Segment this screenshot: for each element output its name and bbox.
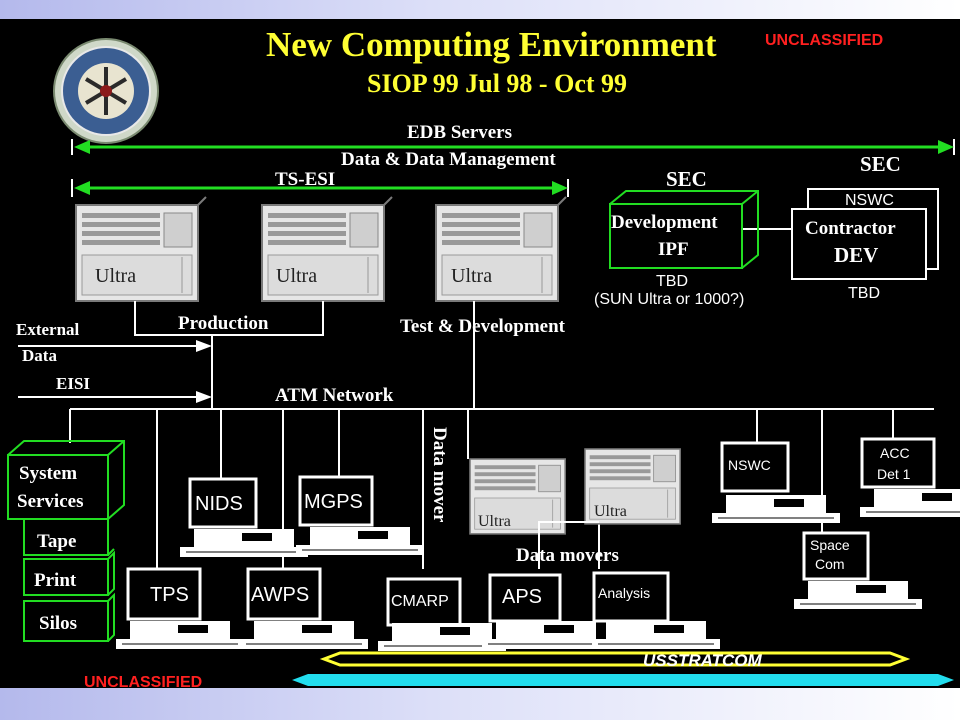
label-acc-det: Det 1 — [877, 466, 911, 482]
label-data-management: Data & Data Management — [341, 149, 556, 170]
diagram-graphics — [7, 38, 960, 686]
slide-canvas: New Computing Environment SIOP 99 Jul 98… — [0, 19, 960, 688]
ts-esi-bracket — [71, 179, 569, 197]
page-title: New Computing Environment — [266, 25, 717, 64]
label-print: Print — [34, 570, 77, 591]
label-space-com: Com — [815, 556, 845, 572]
label-atm-network: ATM Network — [275, 385, 394, 406]
label-aps: APS — [502, 586, 543, 608]
label-data-movers: Data movers — [516, 545, 619, 566]
label-analysis: Analysis — [598, 585, 651, 601]
label-space: Space — [810, 537, 850, 553]
command-seal — [53, 38, 159, 144]
label-data-mover: Data mover — [429, 427, 450, 523]
edb-servers-bracket — [71, 139, 955, 155]
label-ultra-2: Ultra — [276, 265, 318, 287]
label-ultra-1: Ultra — [95, 265, 137, 287]
label-acc: ACC — [880, 445, 910, 461]
label-test-development: Test & Development — [400, 316, 565, 337]
label-tbd-1: TBD — [656, 273, 688, 290]
label-sec-2: SEC — [860, 152, 901, 176]
label-services: Services — [17, 491, 84, 512]
label-sec-1: SEC — [666, 167, 707, 191]
workstations — [115, 437, 960, 652]
label-nswc: NSWC — [728, 457, 771, 473]
label-production: Production — [178, 313, 269, 334]
label-development: Development — [611, 212, 718, 233]
label-tps: TPS — [150, 584, 189, 606]
label-silos: Silos — [39, 613, 78, 634]
label-mgps: MGPS — [304, 491, 363, 513]
label-ipf: IPF — [658, 239, 689, 260]
label-awps: AWPS — [251, 584, 310, 606]
label-ultra-3: Ultra — [451, 265, 493, 287]
development-ipf-box — [609, 190, 759, 269]
label-contractor: Contractor — [805, 218, 896, 239]
label-external: External — [16, 320, 80, 339]
label-system: System — [19, 463, 78, 484]
usstratcom-bars — [292, 651, 954, 686]
label-ultra-5: Ultra — [594, 503, 627, 520]
label-nswc-top: NSWC — [845, 192, 894, 209]
classification-bottom: UNCLASSIFIED — [84, 674, 203, 688]
label-tbd-2: TBD — [848, 285, 880, 302]
label-ts-esi: TS-ESI — [275, 169, 336, 190]
label-sun-ultra: (SUN Ultra or 1000?) — [594, 291, 745, 308]
label-nids: NIDS — [195, 493, 243, 515]
label-external-data: Data — [22, 346, 57, 365]
label-dev: DEV — [834, 243, 879, 267]
classification-top: UNCLASSIFIED — [765, 32, 884, 49]
contractor-dev-box — [791, 188, 939, 280]
label-usstratcom: USSTRATCOM — [643, 651, 762, 670]
label-eisi: EISI — [56, 374, 91, 393]
label-ultra-4: Ultra — [478, 513, 511, 530]
label-tape: Tape — [37, 531, 77, 552]
label-edb-servers: EDB Servers — [407, 122, 513, 143]
label-cmarp: CMARP — [391, 593, 449, 610]
page-subtitle: SIOP 99 Jul 98 - Oct 99 — [367, 69, 628, 98]
system-services-stack — [7, 440, 125, 642]
